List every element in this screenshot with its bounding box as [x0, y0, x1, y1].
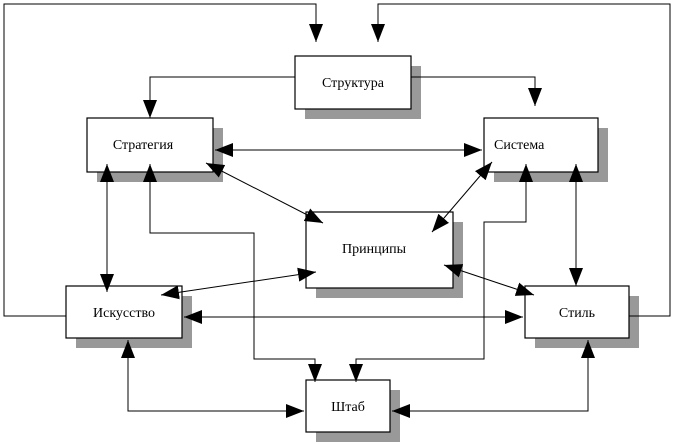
edge-principles-skills — [160, 267, 317, 300]
node-structure: Структура — [294, 55, 421, 119]
edge-skills-structure — [3, 3, 323, 317]
node-staff: Штаб — [305, 379, 400, 442]
edge-style-structure — [371, 3, 671, 317]
edge-structure-strategy — [143, 76, 295, 118]
node-label-skills: Искусство — [93, 306, 155, 321]
node-box — [305, 379, 391, 433]
edge-skills-staff — [121, 340, 304, 418]
connectors — [3, 3, 671, 418]
node-label-principles: Принципы — [342, 242, 407, 257]
node-box — [294, 55, 412, 110]
node-skills: Искусство — [65, 285, 192, 348]
node-label-staff: Штаб — [331, 400, 365, 415]
node-label-structure: Структура — [322, 76, 385, 91]
node-box — [483, 117, 599, 173]
edge-strategy-principles — [205, 162, 324, 224]
edge-system-principles — [431, 161, 493, 233]
node-system: Система — [483, 117, 608, 182]
node-label-system: Система — [494, 138, 545, 153]
node-box — [86, 117, 214, 173]
node-box — [524, 285, 630, 339]
node-label-style: Стиль — [559, 306, 595, 321]
node-label-strategy: Стратегия — [113, 138, 174, 153]
edge-structure-system — [411, 76, 542, 106]
edge-staff-strategy — [143, 164, 322, 382]
node-principles: Принципы — [305, 211, 463, 298]
edge-principles-style — [443, 264, 535, 296]
edge-style-staff — [392, 340, 595, 418]
node-style: Стиль — [524, 285, 639, 348]
